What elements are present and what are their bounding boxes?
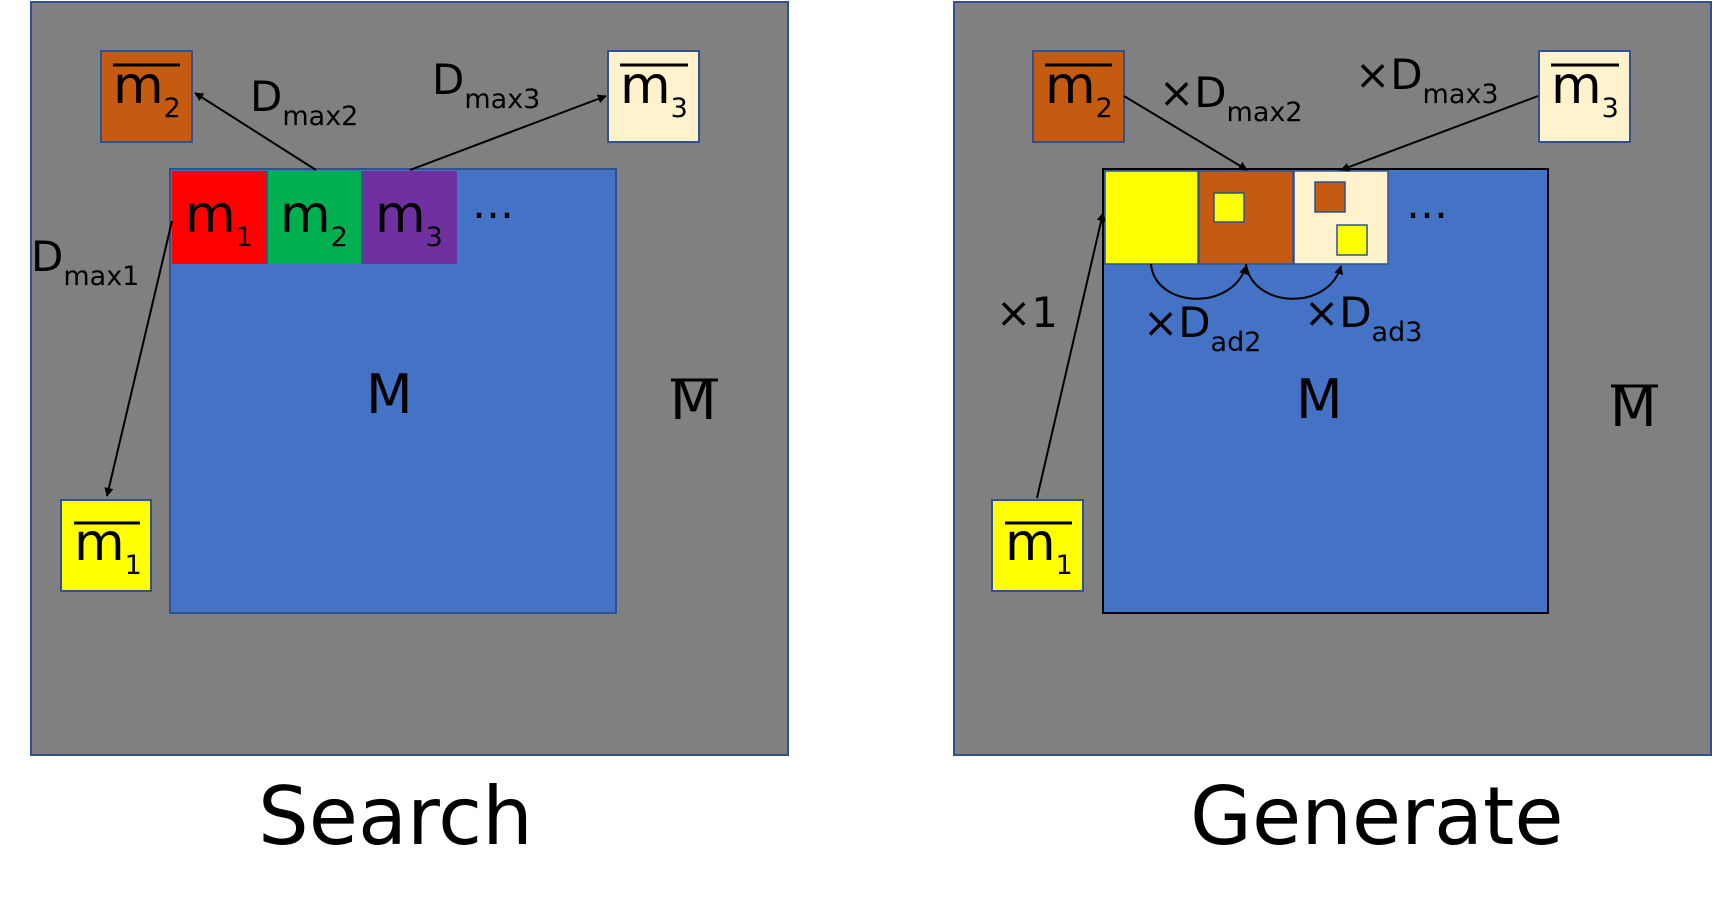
search-ellipsis: … xyxy=(472,179,514,228)
generate-ellipsis: … xyxy=(1406,179,1448,228)
generate-arrow-dad2 xyxy=(1150,263,1248,300)
search-label-dmax1: Dmax1 xyxy=(31,232,139,292)
search-arrow-dmax2 xyxy=(194,92,317,171)
generate-arrow-dmax3 xyxy=(1340,95,1539,172)
search-cell-m2-label: m2 xyxy=(280,185,348,253)
search-cell-m1 xyxy=(172,171,267,264)
generate-arrow-dad3 xyxy=(1245,263,1344,300)
search-mbar-2-box: m2 xyxy=(100,50,193,143)
generate-arrow-x1 xyxy=(1036,212,1106,499)
search-caption: Search xyxy=(258,770,533,863)
generate-cell-2 xyxy=(1198,170,1294,265)
search-panel: m1 m2 m3 … M M m1 m2 m3 Dmax1 Dmax2 xyxy=(30,1,789,863)
generate-mbar-3-box: m3 xyxy=(1538,50,1631,143)
generate-label-dad2: ×Dad2 xyxy=(1143,298,1261,358)
search-cell-m3 xyxy=(362,171,457,264)
generate-label-x1: ×1 xyxy=(996,288,1058,337)
generate-cell-1 xyxy=(1104,170,1199,265)
generate-mbar-2-box: m2 xyxy=(1032,50,1125,143)
generate-inner-label: M xyxy=(1296,368,1343,431)
generate-caption: Generate xyxy=(1190,770,1564,863)
generate-mbar-1-box: m1 xyxy=(991,499,1084,592)
search-mbar-3-box: m3 xyxy=(607,50,700,143)
search-inner-label: M xyxy=(366,363,413,426)
generate-arrow-dmax2 xyxy=(1123,95,1248,171)
search-label-dmax3: Dmax3 xyxy=(432,55,540,115)
search-outer-label: M xyxy=(670,369,717,432)
search-arrow-dmax3 xyxy=(409,94,607,171)
generate-label-dmax2: ×Dmax2 xyxy=(1159,68,1303,128)
generate-label-dmax3: ×Dmax3 xyxy=(1355,50,1499,110)
search-cell-m1-label: m1 xyxy=(185,185,253,253)
search-cell-m2 xyxy=(267,171,362,264)
generate-cell-3-inner-brown xyxy=(1314,181,1346,213)
search-arrow-dmax1 xyxy=(104,220,173,497)
generate-cell-2-inner-yellow xyxy=(1213,192,1245,223)
generate-cell-3-inner-yellow xyxy=(1336,224,1368,256)
search-label-dmax2: Dmax2 xyxy=(250,72,358,132)
search-cell-m3-label: m3 xyxy=(375,185,443,253)
generate-label-dad3: ×Dad3 xyxy=(1304,288,1422,348)
generate-panel: … M M m1 m2 m3 ×1 ×Dmax2 ×Dmax3 xyxy=(953,1,1712,863)
search-mbar-1-box: m1 xyxy=(60,499,152,592)
